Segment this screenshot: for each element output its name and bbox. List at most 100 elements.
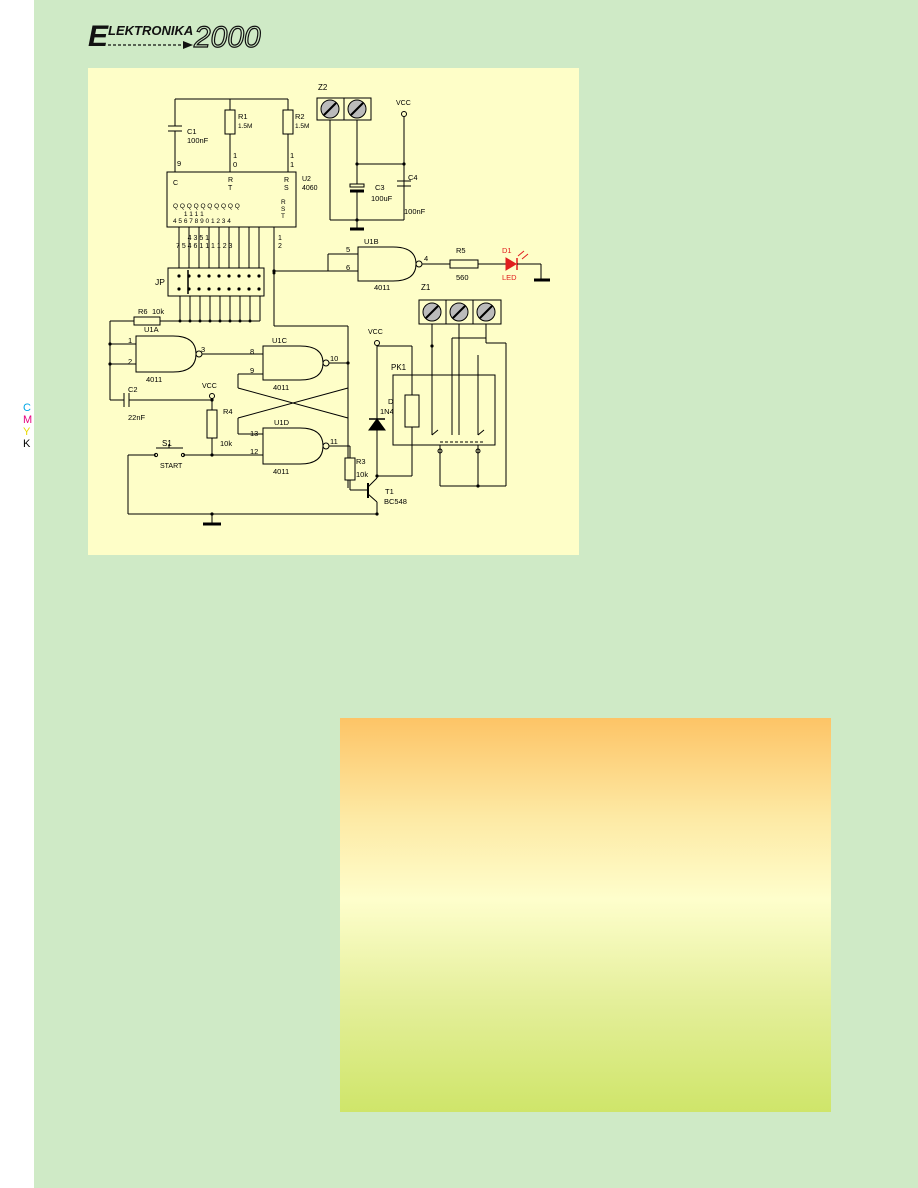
label-vcc-right: VCC xyxy=(368,329,383,336)
pk1-relay xyxy=(377,324,507,487)
label-z2: Z2 xyxy=(318,83,328,92)
u2-rst-s: S xyxy=(281,206,286,213)
type-u1b: 4011 xyxy=(374,283,390,292)
type-u1c: 4011 xyxy=(273,383,289,392)
u1d-nand-gate xyxy=(262,427,368,491)
u2-4060-chip xyxy=(166,171,297,228)
value-c1: 100nF xyxy=(187,136,209,145)
u1b-pin-4: 4 xyxy=(424,254,428,263)
label-t1: T1 xyxy=(385,487,394,496)
pin-10a: 1 xyxy=(233,151,237,160)
label-vcc-mid: VCC xyxy=(202,383,217,390)
u1a-pin-1: 1 xyxy=(128,336,132,345)
u1b-pin-6: 6 xyxy=(346,263,350,272)
label-r4: R4 xyxy=(223,407,233,416)
value-c2: 22nF xyxy=(128,413,146,422)
pin-9: 9 xyxy=(177,159,181,168)
label-pk1: PK1 xyxy=(391,363,407,372)
u1c-nand-gate xyxy=(237,345,349,435)
label-r5: R5 xyxy=(456,246,466,255)
label-r2: R2 xyxy=(295,112,305,121)
label-d1: D1 xyxy=(502,246,512,255)
label-jp: JP xyxy=(155,277,165,287)
d2-diode xyxy=(368,346,386,476)
label-c4: C4 xyxy=(408,173,418,182)
u2-pin-rs1: R xyxy=(284,177,289,184)
svg-text:LEKTRONIKA: LEKTRONIKA xyxy=(108,23,193,38)
pin-11a: 1 xyxy=(290,151,294,160)
u2-pin-c: C xyxy=(173,180,178,187)
pin-11b: 1 xyxy=(290,160,294,169)
cmyk-registration-marks: C M Y K xyxy=(23,402,32,450)
u2-num-bot: 4 5 6 7 8 9 0 1 2 3 4 xyxy=(173,218,231,225)
u2-output-pins: 7 5 4 6 1 1 1 1 2 3 xyxy=(176,243,233,250)
u2-pin-rs2: S xyxy=(284,185,289,192)
u1b-nand-gate xyxy=(274,246,450,282)
r6-resistor xyxy=(109,316,161,400)
svg-text:E: E xyxy=(88,20,109,52)
u1d-pin-13: 13 xyxy=(250,429,258,438)
type-u2: 4060 xyxy=(302,185,318,192)
label-c3: C3 xyxy=(375,183,385,192)
cmyk-c: C xyxy=(23,402,31,414)
schematic-panel: C1 100nF R1 1.5M R2 1.5M 9 1 0 1 1 C R T… xyxy=(88,68,579,555)
d1-led xyxy=(505,250,550,282)
label-r3: R3 xyxy=(356,457,366,466)
label-u1c: U1C xyxy=(272,336,288,345)
label-vcc-top: VCC xyxy=(396,100,411,107)
u1a-nand-gate xyxy=(135,335,263,373)
label-s1: S1 xyxy=(162,439,172,448)
z1-terminal xyxy=(418,299,502,325)
svg-text:2000: 2000 xyxy=(193,21,261,52)
label-z1: Z1 xyxy=(421,283,431,292)
label-r6: R6 xyxy=(138,307,148,316)
u1b-pin-5: 5 xyxy=(346,245,350,254)
value-r1: 1.5M xyxy=(238,123,252,130)
label-u1d: U1D xyxy=(274,418,290,427)
r5-resistor xyxy=(449,259,506,269)
value-c4: 100nF xyxy=(404,207,426,216)
type-t1: BC548 xyxy=(384,497,407,506)
s1-start-switch xyxy=(127,444,377,515)
u1d-pin-11: 11 xyxy=(330,437,338,446)
type-u1d: 4011 xyxy=(273,467,289,476)
u1c-pin-9: 9 xyxy=(250,366,254,375)
label-u1b: U1B xyxy=(364,237,379,246)
u1c-pin-10: 10 xyxy=(330,354,338,363)
u1d-pin-12: 12 xyxy=(250,447,258,456)
c2-capacitor xyxy=(110,393,212,407)
u2-pin-12a: 1 xyxy=(278,235,282,242)
value-r2: 1.5M xyxy=(295,123,309,130)
r4-resistor xyxy=(206,398,218,455)
label-led: LED xyxy=(502,273,517,282)
u2-q-row: Q Q Q Q Q Q Q Q Q Q xyxy=(173,203,240,210)
value-r3: 10k xyxy=(356,470,368,479)
cmyk-k: K xyxy=(23,438,31,450)
u1a-pin-2: 2 xyxy=(128,357,132,366)
u2-pin-rt1: R xyxy=(228,177,233,184)
u2-rst-r: R xyxy=(281,199,286,206)
circuit-schematic: C1 100nF R1 1.5M R2 1.5M 9 1 0 1 1 C R T… xyxy=(108,83,550,526)
u1c-pin-8: 8 xyxy=(250,347,254,356)
u1a-pin-3: 3 xyxy=(201,345,205,354)
u2-rst-t: T xyxy=(281,213,285,220)
pin-10b: 0 xyxy=(233,160,237,169)
z2-terminal xyxy=(316,97,405,221)
c3-capacitor xyxy=(349,164,365,220)
cmyk-m: M xyxy=(23,414,33,426)
c4-capacitor xyxy=(397,180,411,220)
value-r4: 10k xyxy=(220,439,232,448)
elektronika-2000-logo: E LEKTRONIKA 2000 xyxy=(88,20,262,52)
type-u1a: 4011 xyxy=(146,375,162,384)
gradient-box xyxy=(340,718,831,1112)
u2-num-top: 1 1 1 1 xyxy=(173,211,204,218)
jp-jumper-header xyxy=(150,267,265,322)
value-r5: 560 xyxy=(456,273,469,282)
timing-network xyxy=(168,98,294,172)
label-u1a: U1A xyxy=(144,325,159,334)
value-c3: 100uF xyxy=(371,194,393,203)
u2-pin-12b: 2 xyxy=(278,243,282,250)
u2-pin-rt2: T xyxy=(228,185,233,192)
label-c2: C2 xyxy=(128,385,138,394)
value-r6: 10k xyxy=(152,307,164,316)
